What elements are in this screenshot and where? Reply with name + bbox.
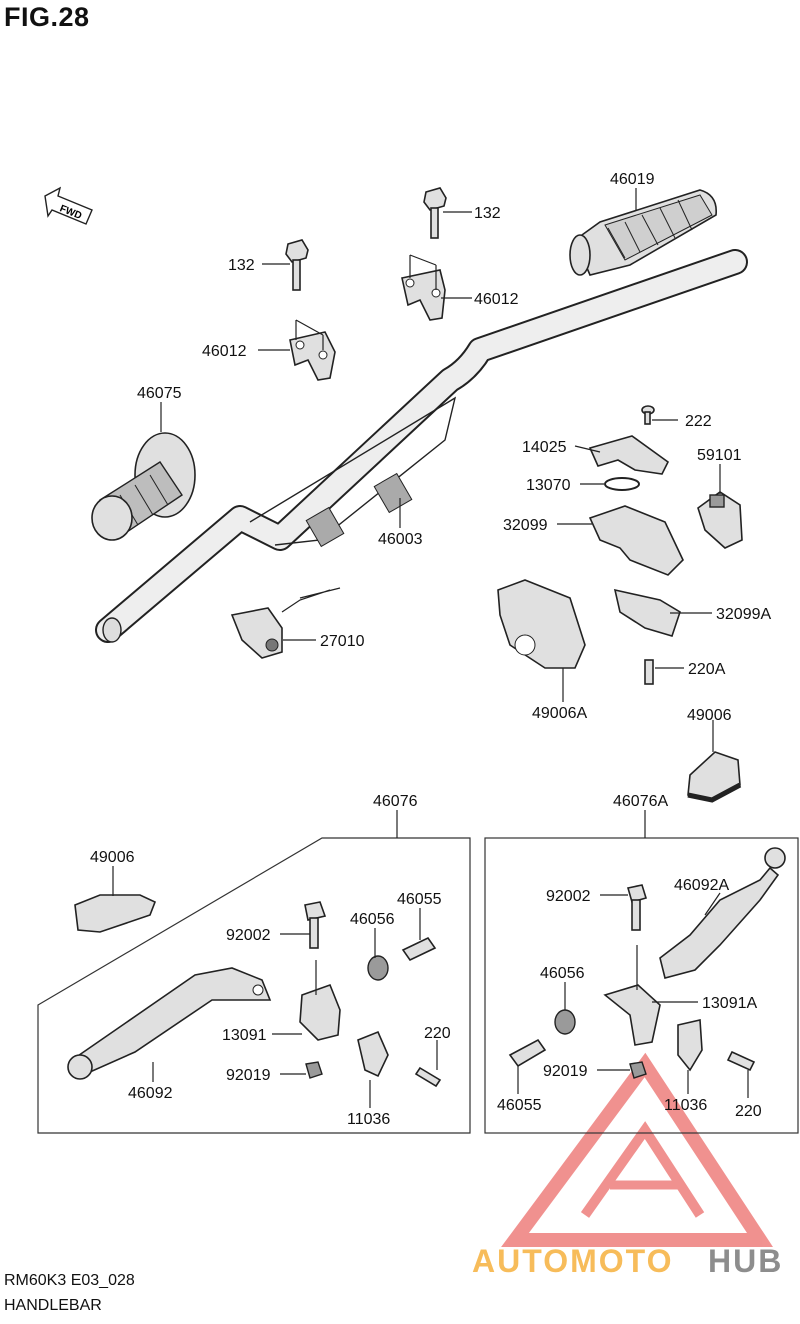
label-92019-left: 92019 <box>226 1067 271 1084</box>
cover-14025 <box>588 435 670 475</box>
cable-13070 <box>604 477 640 491</box>
label-49006-left: 49006 <box>90 849 135 866</box>
nut-92019-right <box>629 1061 647 1079</box>
clamp-46012-left <box>289 319 336 381</box>
label-13091A: 13091A <box>702 995 757 1012</box>
lever-46092A <box>659 847 786 979</box>
label-92019-right: 92019 <box>543 1063 588 1080</box>
label-46075: 46075 <box>137 385 182 402</box>
label-11036-left: 11036 <box>347 1111 390 1128</box>
throttle-49006A <box>497 579 586 669</box>
grip-46075 <box>91 432 196 541</box>
label-220-left: 220 <box>424 1025 451 1042</box>
label-46055-right: 46055 <box>497 1097 542 1114</box>
label-132-right: 132 <box>474 205 501 222</box>
label-13070: 13070 <box>526 477 571 494</box>
label-32099: 32099 <box>503 517 548 534</box>
bolt-132-right <box>423 187 447 239</box>
label-46019: 46019 <box>610 171 655 188</box>
label-46056-right: 46056 <box>540 965 585 982</box>
label-46012-left: 46012 <box>202 343 247 360</box>
label-46055-left: 46055 <box>397 891 442 908</box>
label-92002-right: 92002 <box>546 888 591 905</box>
watermark-logo <box>501 1052 773 1247</box>
cover-49006-left <box>74 894 157 933</box>
adjuster-46055-left <box>401 936 437 962</box>
watermark-text-hub: HUB <box>708 1243 783 1279</box>
fwd-arrow-icon: FWD <box>44 186 93 225</box>
screw-222 <box>641 405 655 425</box>
bolt-92002-left <box>304 901 327 949</box>
label-92002-left: 92002 <box>226 927 271 944</box>
screw-220-left <box>414 1066 442 1088</box>
label-46003: 46003 <box>378 531 423 548</box>
lever-46092 <box>67 967 272 1080</box>
label-59101: 59101 <box>697 447 742 464</box>
holder-13091 <box>299 983 341 1041</box>
label-46012-right: 46012 <box>474 291 519 308</box>
label-46092A: 46092A <box>674 877 729 894</box>
leader-lines <box>112 188 749 1108</box>
grip-46019 <box>569 189 717 276</box>
switch-27010 <box>230 587 341 659</box>
label-13091: 13091 <box>222 1027 267 1044</box>
nut-92019-left <box>305 1061 323 1079</box>
handlebar-46003 <box>95 249 748 643</box>
cover-49006-right <box>687 751 742 803</box>
label-32099A: 32099A <box>716 606 771 623</box>
housing-32099A <box>613 588 681 637</box>
label-222: 222 <box>685 413 712 430</box>
adjuster-46056-left <box>367 955 389 981</box>
housing-32099 <box>588 505 684 576</box>
clamp-11036-right <box>677 1019 703 1072</box>
cap-59101 <box>697 491 743 549</box>
holder-13091A <box>603 984 661 1046</box>
label-11036-right: 11036 <box>664 1097 707 1114</box>
bolt-132-left <box>285 239 309 291</box>
left-group-frame <box>37 837 471 1134</box>
label-132-left: 132 <box>228 257 255 274</box>
label-220A: 220A <box>688 661 726 678</box>
label-49006-right: 49006 <box>687 707 732 724</box>
label-46076A: 46076A <box>613 793 668 810</box>
right-group-frame <box>484 837 799 1134</box>
screw-220-right <box>726 1050 756 1072</box>
screw-220A <box>644 659 654 685</box>
label-46056-left: 46056 <box>350 911 395 928</box>
adjuster-46055-right <box>508 1038 547 1068</box>
figure-code: RM60K3 E03_028 <box>4 1272 135 1289</box>
label-49006A: 49006A <box>532 705 587 722</box>
watermark-text-automoto: AUTOMOTO <box>472 1243 673 1279</box>
bolt-92002-right <box>626 884 648 931</box>
label-27010: 27010 <box>320 633 365 650</box>
label-46076: 46076 <box>373 793 418 810</box>
figure-title: FIG.28 <box>4 2 90 32</box>
clamp-11036-left <box>357 1030 389 1078</box>
label-14025: 14025 <box>522 439 567 456</box>
figure-name: HANDLEBAR <box>4 1297 102 1314</box>
label-220-right: 220 <box>735 1103 762 1120</box>
adjuster-46056-right <box>554 1009 576 1035</box>
clamp-46012-right <box>401 254 446 321</box>
label-46092: 46092 <box>128 1085 173 1102</box>
